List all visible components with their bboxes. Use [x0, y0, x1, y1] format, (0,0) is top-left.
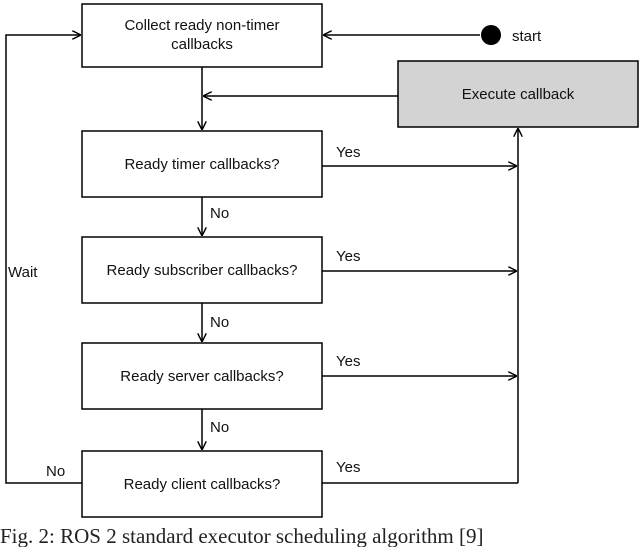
client-no-label: No	[46, 463, 65, 480]
server-decision-label: Ready server callbacks?	[120, 368, 283, 385]
collect-label-line2: callbacks	[171, 36, 233, 53]
server-yes-label: Yes	[336, 353, 360, 370]
server-decision-node: Ready server callbacks?	[81, 342, 323, 410]
client-yes-label: Yes	[336, 459, 360, 476]
start-label: start	[512, 28, 542, 45]
server-no-label: No	[210, 419, 229, 436]
client-decision-label: Ready client callbacks?	[124, 476, 281, 493]
collect-node: Collect ready non-timer callbacks	[81, 3, 323, 68]
timer-decision-node: Ready timer callbacks?	[81, 130, 323, 198]
client-decision-node: Ready client callbacks?	[81, 450, 323, 518]
execute-label: Execute callback	[462, 86, 575, 103]
timer-decision-label: Ready timer callbacks?	[124, 156, 279, 173]
figure-caption: Fig. 2: ROS 2 standard executor scheduli…	[0, 524, 484, 547]
subscriber-decision-node: Ready subscriber callbacks?	[81, 236, 323, 304]
subscriber-no-label: No	[210, 314, 229, 331]
start-node: start	[481, 25, 542, 45]
subscriber-decision-label: Ready subscriber callbacks?	[107, 262, 298, 279]
wait-label: Wait	[8, 264, 38, 281]
timer-no-label: No	[210, 205, 229, 222]
timer-yes-label: Yes	[336, 144, 360, 161]
start-dot-icon	[481, 25, 501, 45]
subscriber-yes-label: Yes	[336, 248, 360, 265]
collect-label-line1: Collect ready non-timer	[124, 17, 279, 34]
edge-client-no-wait-loop	[5, 35, 82, 484]
execute-node: Execute callback	[397, 60, 639, 128]
flowchart: Collect ready non-timer callbacks Execut…	[5, 3, 639, 518]
